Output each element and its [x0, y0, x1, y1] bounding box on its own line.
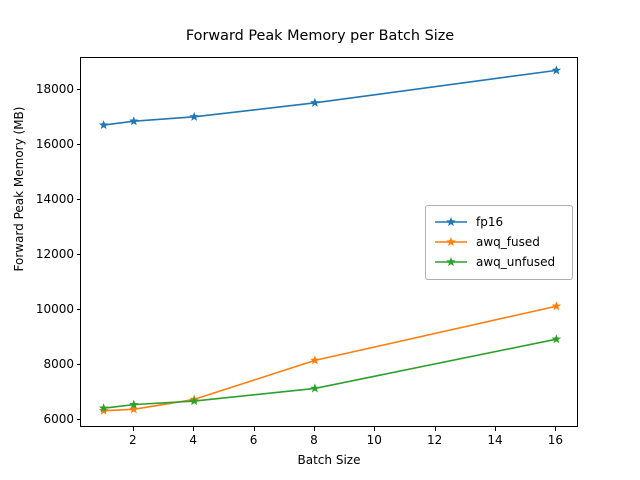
series-marker-fp16: [129, 116, 139, 126]
x-tick-label: 14: [487, 433, 503, 447]
legend-line-marker-icon-2: [435, 257, 467, 267]
series-marker-awq_fused: [310, 355, 320, 365]
series-marker-awq_fused: [551, 301, 562, 311]
legend-label-2: awq_unfused: [476, 255, 556, 269]
x-tick-label: 12: [426, 433, 443, 447]
y-tick-label: 10000: [35, 302, 74, 317]
series-marker-fp16: [98, 120, 109, 130]
chart-title: Forward Peak Memory per Batch Size: [185, 28, 455, 44]
y-tick-mark: [76, 364, 80, 366]
x-tick-mark: [434, 427, 436, 431]
series-marker-awq_unfused: [189, 396, 199, 406]
series-marker-fp16: [551, 65, 562, 75]
y-tick-mark: [76, 144, 80, 146]
legend-item-2[interactable]: awq_unfused: [434, 252, 564, 272]
x-tick-mark: [374, 427, 376, 431]
y-axis-label: Forward Peak Memory (MB): [12, 106, 26, 272]
x-tick-label: 8: [310, 433, 318, 447]
series-marker-fp16: [310, 97, 320, 107]
x-tick-mark: [555, 427, 557, 431]
series-marker-fp16: [189, 111, 199, 121]
y-tick-mark: [76, 89, 80, 91]
x-tick-label: 4: [189, 433, 197, 447]
x-tick-mark: [495, 427, 496, 431]
series-marker-awq_unfused: [129, 399, 139, 409]
x-axis-label: Batch Size: [297, 453, 361, 467]
x-tick-label: 10: [366, 433, 382, 447]
x-tick-mark: [132, 427, 134, 431]
series-line-awq_fused: [102, 305, 558, 412]
y-tick-mark: [76, 309, 80, 311]
x-tick-mark: [313, 427, 315, 431]
x-tick-mark: [193, 427, 195, 431]
legend-line-marker-icon-1: [435, 237, 467, 247]
y-tick-label: 12000: [35, 247, 74, 262]
y-tick-mark: [76, 419, 80, 421]
x-tick-mark: [253, 427, 255, 431]
y-tick-label: 16000: [35, 137, 74, 152]
legend-label-0: fp16: [476, 215, 504, 229]
legend-item-0[interactable]: fp16: [434, 212, 564, 232]
y-tick-label: 8000: [43, 357, 74, 372]
series-line-fp16: [102, 69, 558, 126]
legend: fp16 awq_fused awq_unfused: [425, 205, 573, 280]
series-marker-awq_unfused: [98, 403, 109, 413]
y-tick-mark: [76, 199, 80, 201]
legend-label-1: awq_fused: [476, 235, 540, 249]
series-marker-awq_unfused: [551, 334, 562, 344]
legend-line-marker-icon-0: [435, 217, 467, 227]
x-tick-label: 6: [249, 433, 258, 447]
y-tick-label: 14000: [35, 192, 74, 207]
series-marker-awq_fused: [129, 404, 139, 414]
series-marker-awq_unfused: [310, 383, 320, 393]
y-tick-mark: [76, 254, 80, 256]
series-line-awq_unfused: [102, 338, 558, 410]
x-tick-label: 16: [547, 433, 563, 447]
series-layer: [98, 65, 562, 415]
y-tick-label: 6000: [43, 412, 74, 427]
y-tick-label: 18000: [35, 82, 74, 97]
legend-item-1[interactable]: awq_fused: [434, 232, 564, 252]
x-tick-label: 2: [128, 433, 137, 447]
